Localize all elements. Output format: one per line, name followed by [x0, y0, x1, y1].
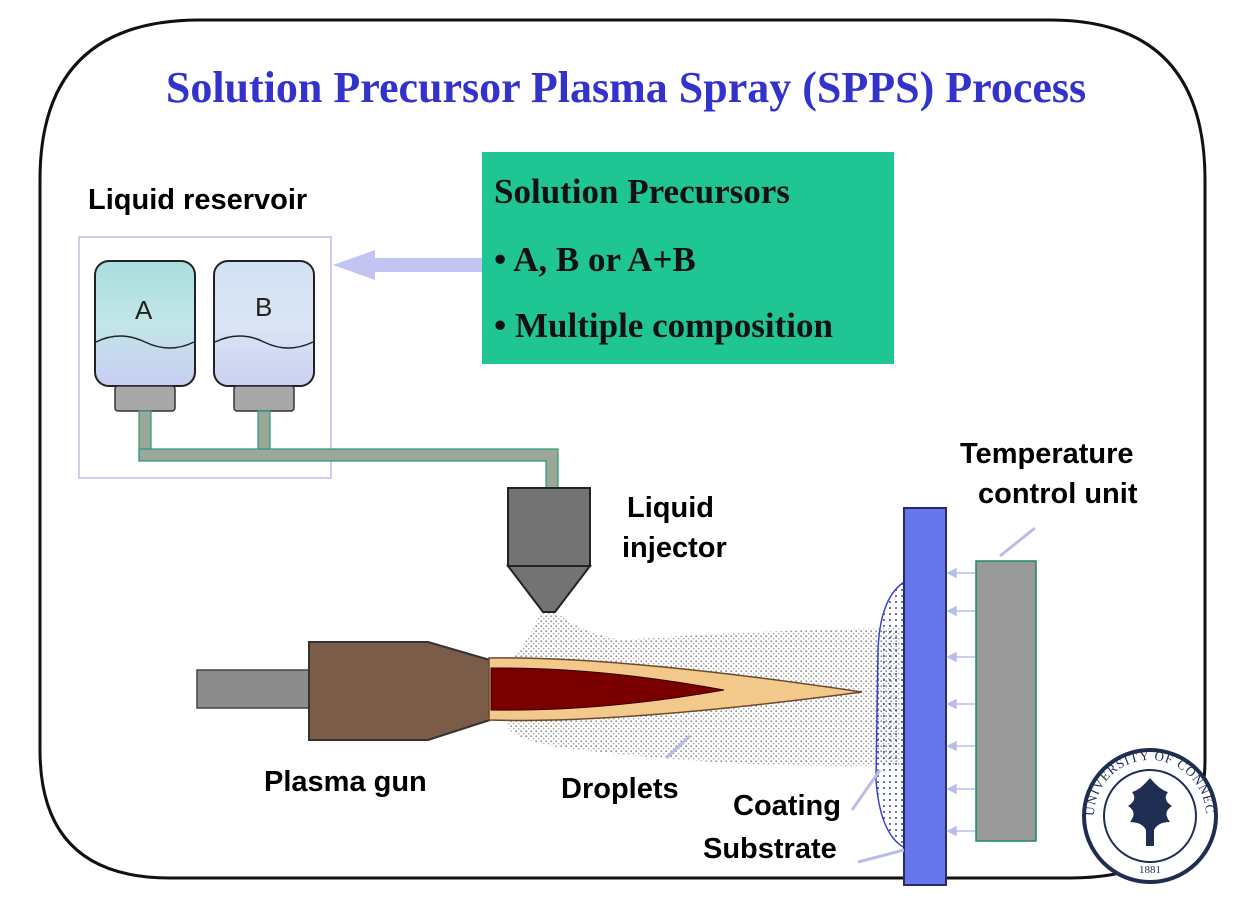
precursor-arrow: [333, 250, 482, 280]
substrate-plate: [903, 507, 947, 886]
injector-label-line1: Liquid: [627, 492, 714, 524]
bottle-a-label: A: [135, 295, 153, 325]
bottle-b: [213, 260, 315, 412]
bottle-a: [94, 260, 196, 412]
oak-leaf-icon: [1128, 778, 1172, 846]
reservoir-label: Liquid reservoir: [88, 184, 308, 216]
seal-year: 1881: [1139, 864, 1161, 876]
substrate-label: Substrate: [703, 833, 837, 865]
temperature-label-line2: control unit: [978, 478, 1138, 510]
precursor-heading: Solution Precursors: [494, 172, 790, 211]
coating-label: Coating: [733, 790, 841, 822]
page-title: Solution Precursor Plasma Spray (SPPS) P…: [165, 63, 1087, 112]
droplets-label: Droplets: [561, 773, 679, 805]
bottle-b-label: B: [255, 292, 273, 322]
callout-lines: [664, 526, 1036, 864]
precursor-box: Solution Precursors • A, B or A+B • Mult…: [482, 152, 894, 364]
liquid-injector: [505, 487, 593, 613]
precursor-item: • A, B or A+B: [494, 240, 696, 279]
plasma-gun: [196, 641, 491, 741]
plasma-flame: [488, 657, 863, 722]
heat-arrows: [946, 567, 975, 837]
temperature-control-unit: [975, 560, 1037, 842]
coating-layer: [875, 580, 906, 850]
plasma-gun-label: Plasma gun: [264, 766, 427, 798]
slide-frame: [38, 18, 1207, 880]
injector-label-line2: injector: [622, 532, 727, 564]
temperature-label-line1: Temperature: [960, 438, 1134, 470]
precursor-item: • Multiple composition: [494, 306, 833, 345]
